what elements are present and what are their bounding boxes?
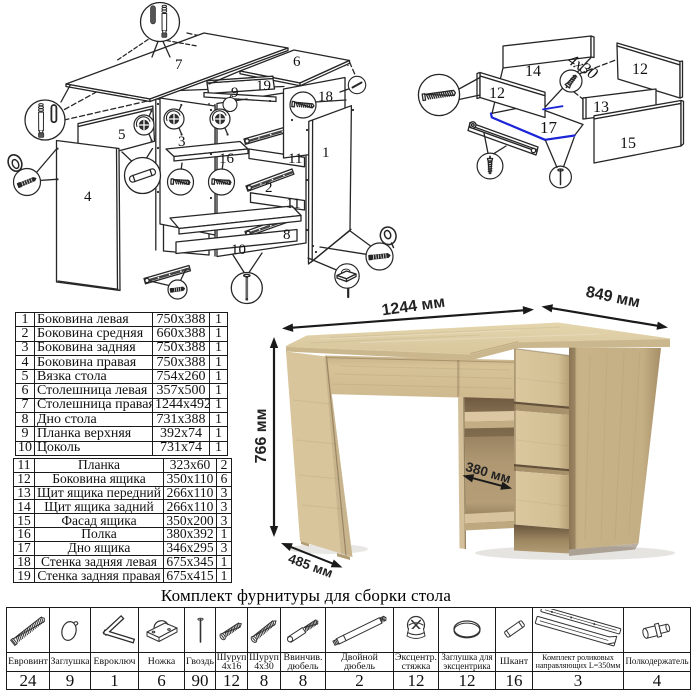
svg-text:11: 11 (288, 151, 302, 167)
svg-text:3: 3 (178, 134, 186, 150)
svg-text:5: 5 (118, 127, 126, 143)
svg-text:18: 18 (318, 89, 333, 105)
svg-text:2: 2 (265, 180, 273, 196)
svg-text:766 мм: 766 мм (255, 409, 270, 464)
svg-text:8: 8 (283, 227, 291, 243)
svg-text:849 мм: 849 мм (584, 284, 641, 312)
svg-text:12: 12 (632, 61, 648, 78)
svg-text:1: 1 (322, 145, 330, 161)
svg-text:13: 13 (593, 99, 609, 116)
svg-text:11: 11 (286, 196, 300, 212)
svg-text:19: 19 (256, 78, 271, 94)
svg-text:17: 17 (540, 118, 558, 137)
svg-text:6: 6 (293, 54, 301, 70)
svg-text:10: 10 (231, 242, 246, 258)
svg-text:16: 16 (219, 151, 235, 167)
svg-text:1244 мм: 1244 мм (381, 294, 446, 320)
svg-text:14: 14 (525, 63, 541, 80)
svg-text:12: 12 (489, 85, 505, 102)
svg-text:7: 7 (175, 57, 183, 73)
svg-text:15: 15 (620, 135, 636, 152)
svg-text:9: 9 (231, 85, 239, 101)
svg-text:4: 4 (84, 189, 92, 205)
